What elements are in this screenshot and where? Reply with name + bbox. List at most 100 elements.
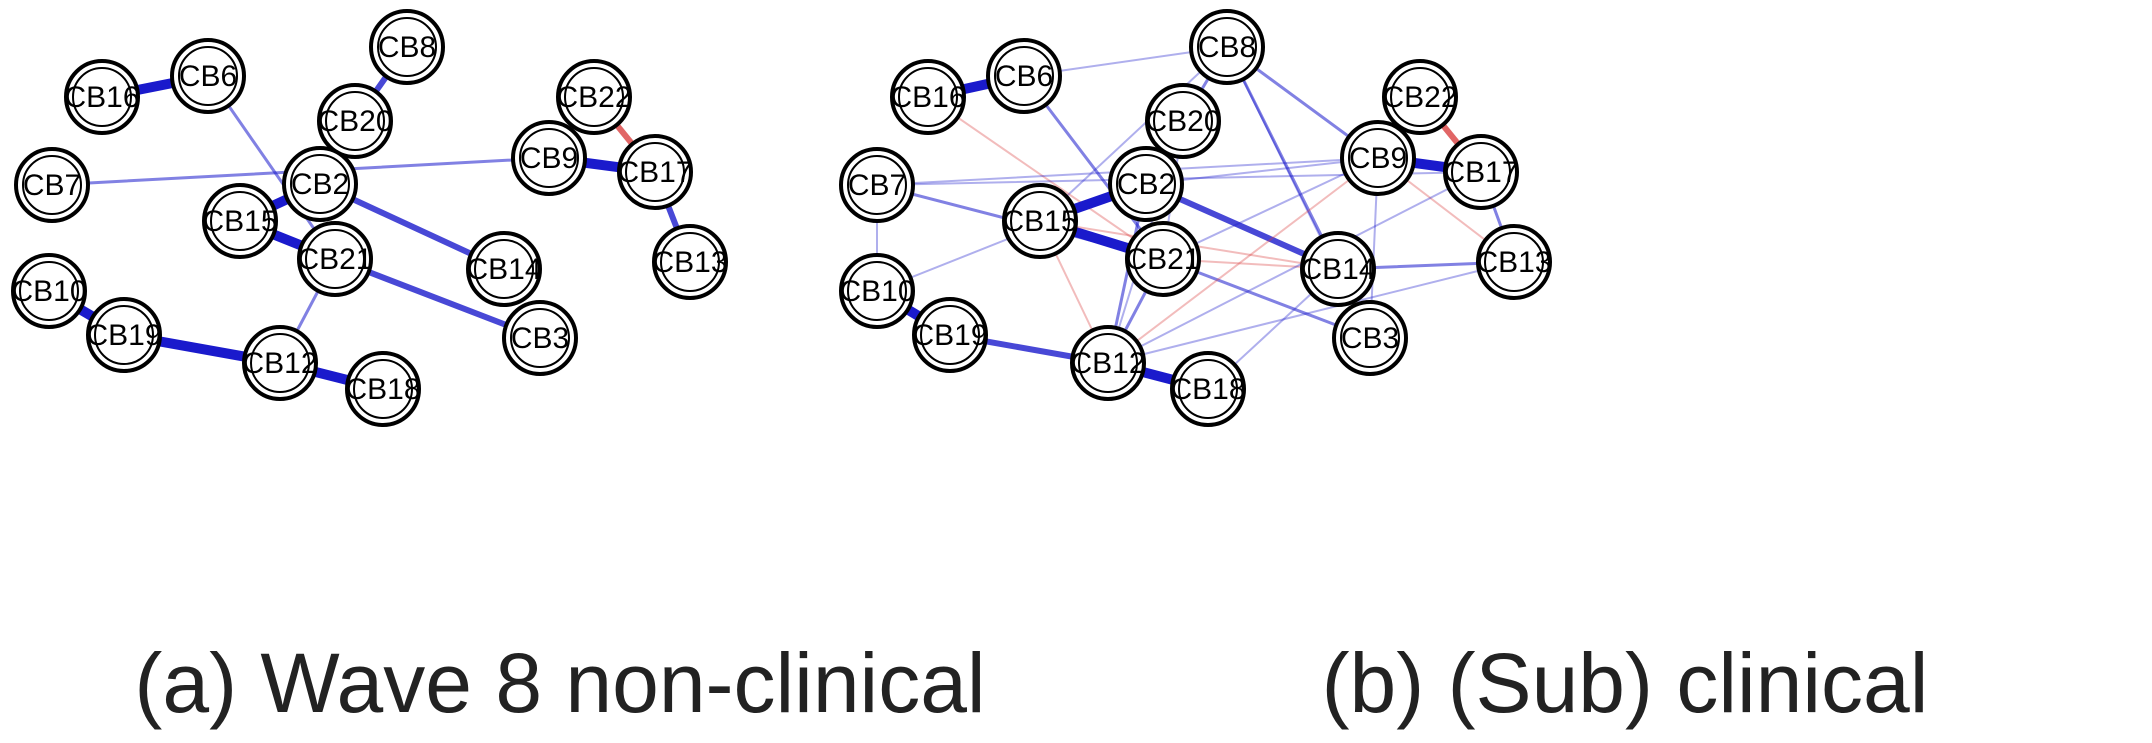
node-inner-ring xyxy=(1451,142,1511,202)
node-label: CB10 xyxy=(839,275,914,308)
node-label: CB7 xyxy=(848,169,906,202)
node-outer-ring xyxy=(202,183,278,259)
node-inner-ring xyxy=(847,155,907,215)
node-label: CB19 xyxy=(86,319,161,352)
node-inner-ring xyxy=(19,261,79,321)
node-inner-ring xyxy=(625,142,685,202)
node-cb19: CB19 xyxy=(912,297,988,373)
node-cb18: CB18 xyxy=(1170,351,1246,427)
node-inner-ring xyxy=(1484,232,1544,292)
node-cb17: CB17 xyxy=(617,134,693,210)
node-label: CB8 xyxy=(378,31,436,64)
node-outer-ring xyxy=(170,38,246,114)
node-cb10: CB10 xyxy=(11,253,87,329)
node-label: CB20 xyxy=(317,105,392,138)
node-inner-ring xyxy=(290,154,350,214)
node-label: CB15 xyxy=(202,205,277,238)
node-label: CB12 xyxy=(1070,347,1145,380)
node-inner-ring xyxy=(847,261,907,321)
panel-a-caption: (a) Wave 8 non-clinical xyxy=(134,636,985,730)
node-outer-ring xyxy=(64,59,140,135)
node-outer-ring xyxy=(1108,146,1184,222)
node-outer-ring xyxy=(502,300,578,376)
node-cb12: CB12 xyxy=(1070,325,1146,401)
node-label: CB7 xyxy=(23,169,81,202)
edge-cb8-cb14 xyxy=(1225,45,1340,271)
node-inner-ring xyxy=(898,67,958,127)
node-outer-ring xyxy=(1145,83,1221,159)
node-inner-ring xyxy=(72,67,132,127)
node-label: CB22 xyxy=(1382,81,1457,114)
node-label: CB6 xyxy=(179,60,237,93)
node-label: CB14 xyxy=(466,253,541,286)
node-label: CB22 xyxy=(556,81,631,114)
node-label: CB21 xyxy=(1125,243,1200,276)
panel-b-caption: (b) (Sub) clinical xyxy=(1322,636,1929,730)
node-inner-ring xyxy=(1340,308,1400,368)
node-cb12: CB12 xyxy=(242,325,318,401)
node-outer-ring xyxy=(839,253,915,329)
node-outer-ring xyxy=(1070,325,1146,401)
node-label: CB17 xyxy=(1443,156,1518,189)
node-inner-ring xyxy=(1078,333,1138,393)
edge-cb17-cb12 xyxy=(1107,171,1482,364)
node-cb16: CB16 xyxy=(64,59,140,135)
node-outer-ring xyxy=(345,351,421,427)
node-cb7: CB7 xyxy=(839,147,915,223)
node-inner-ring xyxy=(353,359,413,419)
node-cb16: CB16 xyxy=(890,59,966,135)
node-label: CB8 xyxy=(1198,31,1256,64)
node-label: CB21 xyxy=(297,243,372,276)
node-cb14: CB14 xyxy=(466,231,542,307)
node-outer-ring xyxy=(297,221,373,297)
node-inner-ring xyxy=(519,128,579,188)
node-label: CB2 xyxy=(291,168,349,201)
node-cb22: CB22 xyxy=(556,59,632,135)
node-outer-ring xyxy=(1189,9,1265,85)
edge-cb21-cb9 xyxy=(1162,157,1379,260)
node-inner-ring xyxy=(1390,67,1450,127)
node-outer-ring xyxy=(1340,120,1416,196)
node-label: CB15 xyxy=(1002,205,1077,238)
node-cb8: CB8 xyxy=(1189,9,1265,85)
node-label: CB9 xyxy=(1349,142,1407,175)
node-inner-ring xyxy=(377,17,437,77)
node-outer-ring xyxy=(11,253,87,329)
node-cb9: CB9 xyxy=(511,120,587,196)
node-cb9: CB9 xyxy=(1340,120,1416,196)
node-outer-ring xyxy=(652,224,728,300)
node-label: CB18 xyxy=(345,373,420,406)
node-cb20: CB20 xyxy=(1145,83,1221,159)
node-inner-ring xyxy=(1153,91,1213,151)
edge-cb16-cb21 xyxy=(927,96,1164,260)
node-inner-ring xyxy=(250,333,310,393)
node-cb15: CB15 xyxy=(1002,183,1078,259)
node-cb14: CB14 xyxy=(1300,231,1376,307)
node-inner-ring xyxy=(1308,239,1368,299)
node-inner-ring xyxy=(305,229,365,289)
node-outer-ring xyxy=(14,147,90,223)
node-cb19: CB19 xyxy=(86,297,162,373)
node-label: CB17 xyxy=(617,156,692,189)
edge-cb13-cb12 xyxy=(1107,261,1515,364)
node-outer-ring xyxy=(317,83,393,159)
node-cb3: CB3 xyxy=(502,300,578,376)
node-outer-ring xyxy=(839,147,915,223)
node-outer-ring xyxy=(1002,183,1078,259)
node-cb6: CB6 xyxy=(986,38,1062,114)
node-inner-ring xyxy=(22,155,82,215)
node-inner-ring xyxy=(1197,17,1257,77)
node-cb15: CB15 xyxy=(202,183,278,259)
node-cb2: CB2 xyxy=(1108,146,1184,222)
node-outer-ring xyxy=(1332,300,1408,376)
node-label: CB9 xyxy=(520,142,578,175)
node-label: CB16 xyxy=(890,81,965,114)
edge-cb6-cb21 xyxy=(1022,74,1165,261)
node-cb3: CB3 xyxy=(1332,300,1408,376)
node-label: CB3 xyxy=(511,322,569,355)
node-label: CB12 xyxy=(242,347,317,380)
node-cb13: CB13 xyxy=(652,224,728,300)
